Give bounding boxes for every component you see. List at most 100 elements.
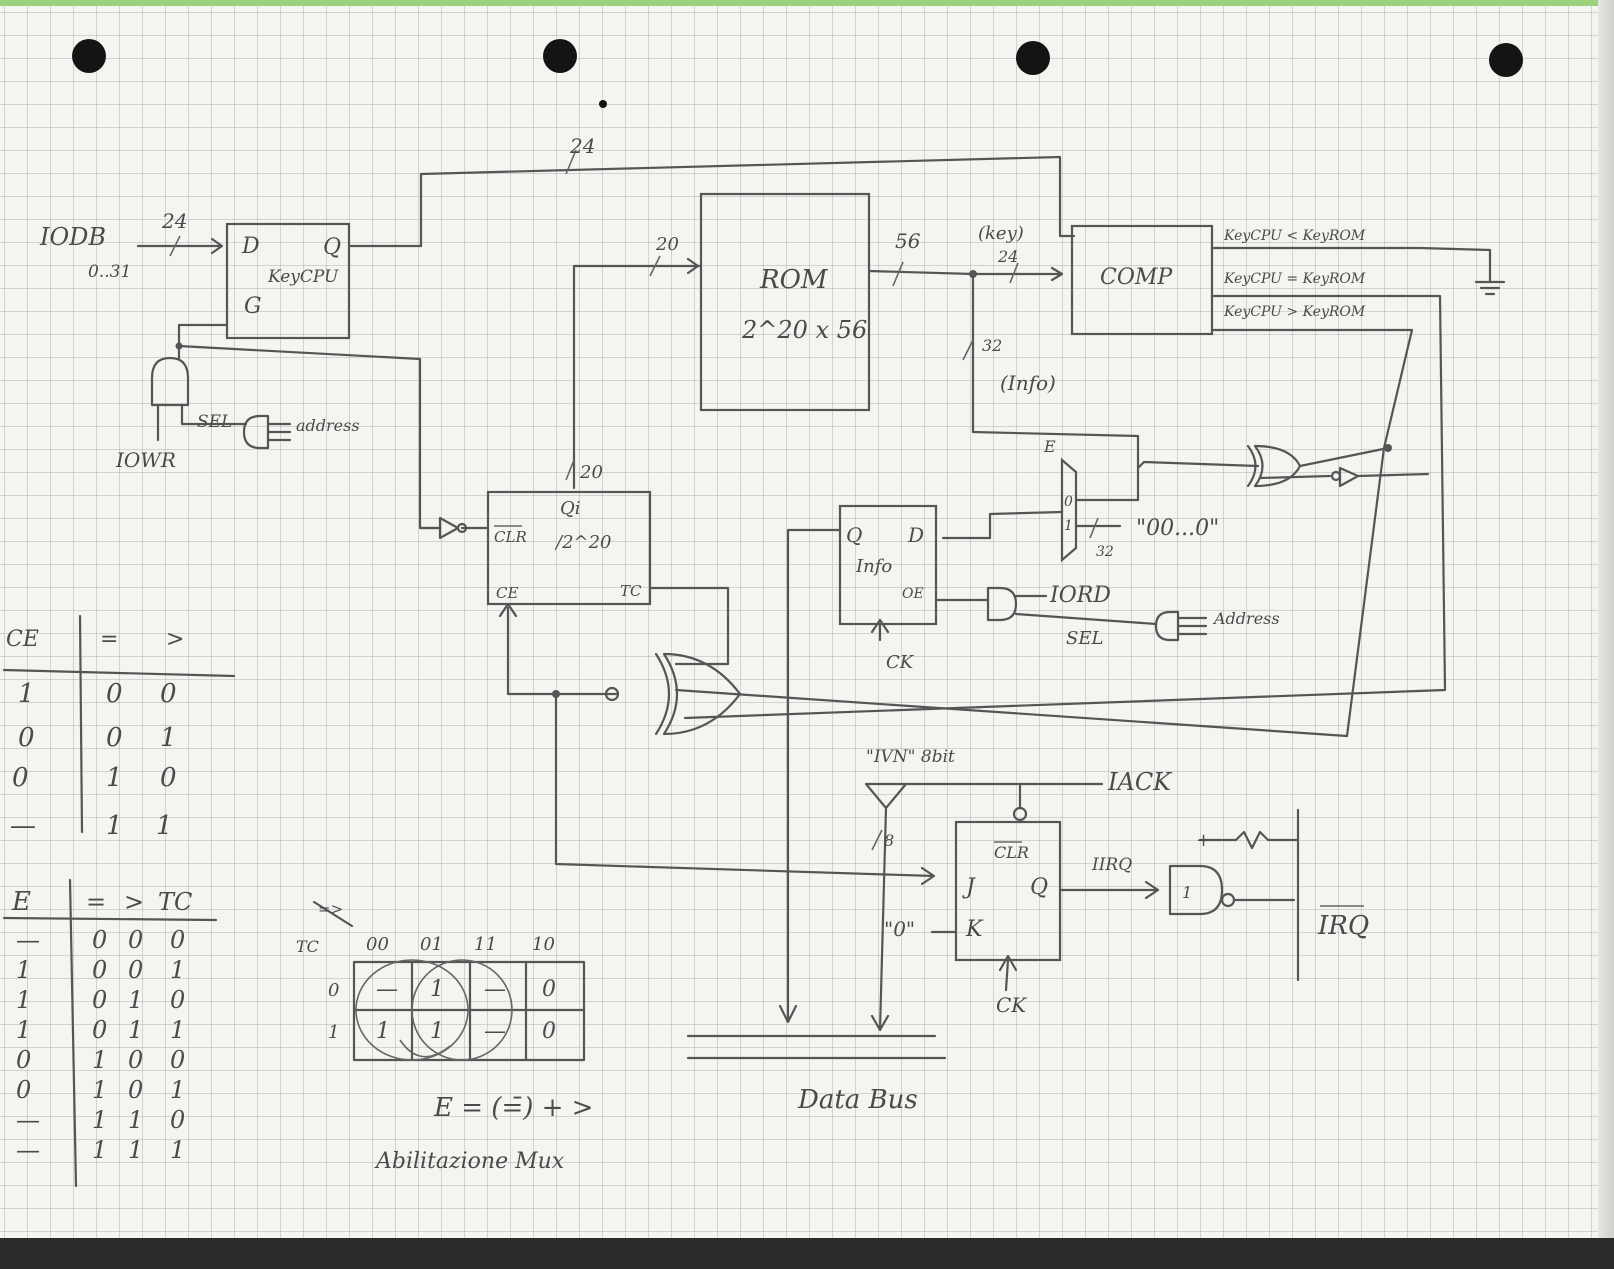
comp-label: COMP xyxy=(1100,265,1173,290)
e-table-cell: 1 xyxy=(16,986,31,1014)
bus-width-32: 32 xyxy=(982,336,1002,355)
irq-internal-label: IIRQ xyxy=(1091,855,1132,875)
kmap-row-var: TC xyxy=(296,937,319,956)
keycpu-q-pin: Q xyxy=(323,235,341,260)
ce-table-cell: 1 xyxy=(106,763,123,793)
ce-table-cell: 1 xyxy=(106,811,123,841)
e-table-cell: 1 xyxy=(16,1016,31,1044)
sel-label-1: SEL xyxy=(197,412,232,432)
kmap-equation: E = (=̄) + > xyxy=(433,1093,593,1123)
rom-block: ROM 2^20 x 56 xyxy=(699,192,871,412)
rom-size: 2^20 x 56 xyxy=(741,316,867,344)
info-q-pin: Q xyxy=(846,523,862,547)
e-table-cell: 1 xyxy=(128,1136,143,1164)
clr-buffer xyxy=(418,516,490,540)
jk-k-pin: K xyxy=(965,917,984,942)
counter-to-rom-bus xyxy=(572,257,703,490)
comp-equal-wire xyxy=(683,294,1447,720)
kmap-cell: — xyxy=(376,977,398,1002)
jk-j-pin: J xyxy=(962,875,976,900)
keycpu-g-pin: G xyxy=(244,294,262,319)
kmap-col-label: 11 xyxy=(474,934,497,955)
sel-label-2: SEL xyxy=(1066,628,1103,649)
jk-clr: CLR xyxy=(994,843,1029,862)
bus-width-20-cnt: 20 xyxy=(579,462,603,483)
keycpu-label: KeyCPU xyxy=(267,267,339,287)
bus-width-56: 56 xyxy=(895,229,921,253)
sel-wire-2 xyxy=(1014,612,1158,626)
inverter-one: 1 xyxy=(1182,883,1192,902)
scanner-border xyxy=(0,1238,1614,1269)
e-table-cell: 0 xyxy=(92,956,107,984)
comp-out-less: KeyCPU < KeyROM xyxy=(1223,228,1366,244)
kmap-cell: 0 xyxy=(542,977,556,1002)
comparator-block: COMP xyxy=(1070,224,1214,336)
irq-inverter: 1 xyxy=(1168,864,1296,916)
comp-less-ground xyxy=(1210,246,1506,296)
kmap-cell: — xyxy=(484,977,506,1002)
irq-pullup xyxy=(1198,808,1300,982)
kmap-row-label: 0 xyxy=(328,980,339,1001)
kmap-col-var: => xyxy=(318,900,343,918)
ce-truth-table: CE = > 1 0 0 0 0 1 0 1 0 — 1 1 xyxy=(2,614,236,841)
ce-table-cell: 1 xyxy=(18,679,35,709)
e-table-cell: 0 xyxy=(92,986,107,1014)
counter-modulus: /2^20 xyxy=(554,532,612,553)
bus-width-24-in: 24 xyxy=(161,209,187,233)
e-table-cell: 1 xyxy=(92,1106,107,1134)
e-table-cell: 1 xyxy=(128,1016,143,1044)
e-table-cell: 1 xyxy=(92,1046,107,1074)
data-bus-line xyxy=(686,1034,947,1060)
ce-table-cell: 0 xyxy=(106,679,123,709)
address-gate-1 xyxy=(242,414,292,450)
iowr-label: IOWR xyxy=(115,448,176,472)
kmap-col-label: 10 xyxy=(532,934,555,955)
e-table-cell: 0 xyxy=(170,986,185,1014)
kmap-col-label: 01 xyxy=(420,934,443,955)
ce-table-cell: 0 xyxy=(12,763,29,793)
iack-wire xyxy=(904,782,1104,810)
ce-table-cell: 0 xyxy=(106,723,123,753)
e-table-cell: 0 xyxy=(170,1106,185,1134)
e-table-cell: 1 xyxy=(92,1076,107,1104)
zeros-constant: "00...0" xyxy=(1136,516,1219,541)
mux-input-0: 0 xyxy=(1064,494,1073,510)
comp-out-greater: KeyCPU > KeyROM xyxy=(1223,304,1366,320)
e-table-header: TC xyxy=(158,888,192,916)
info-d-pin: D xyxy=(907,523,924,547)
ce-table-cell: 0 xyxy=(18,723,35,753)
kmap-cell: — xyxy=(484,1019,506,1044)
info-label: Info xyxy=(855,556,892,577)
e-table-cell: 1 xyxy=(170,956,185,984)
jk-ck-label: CK xyxy=(996,993,1027,1017)
info-register: Q D Info OE CK xyxy=(838,504,938,673)
e-table-cell: 0 xyxy=(170,926,185,954)
karnaugh-map: => TC xyxy=(296,900,586,1062)
jk-q-wire xyxy=(1058,880,1160,900)
counter-clr: CLR xyxy=(494,528,527,546)
ivn-tristate xyxy=(864,782,908,1032)
e-table-cell: 1 xyxy=(128,1106,143,1134)
e-table-cell: 0 xyxy=(16,1076,31,1104)
counter-ce: CE xyxy=(496,584,518,602)
bus-width-24-key: 24 xyxy=(997,247,1018,266)
e-table-cell: 0 xyxy=(128,1046,143,1074)
ce-table-cell: 1 xyxy=(156,811,173,841)
keycpu-d-pin: D xyxy=(241,234,260,259)
e-table-cell: 0 xyxy=(128,926,143,954)
ink-dot xyxy=(599,100,607,108)
punch-hole xyxy=(72,39,106,73)
info-bus-label: (Info) xyxy=(1000,371,1056,395)
iodb-range: 0..31 xyxy=(88,262,131,282)
punch-hole xyxy=(1016,41,1050,75)
e-table-cell: 0 xyxy=(128,1076,143,1104)
info-q-to-bus xyxy=(778,528,842,1024)
e-table-header: E xyxy=(11,887,31,917)
info-ck-wire xyxy=(870,618,890,642)
ce-table-cell: — xyxy=(10,811,36,841)
ce-table-cell: 1 xyxy=(160,723,177,753)
zero-k-label: "0" xyxy=(884,917,915,941)
